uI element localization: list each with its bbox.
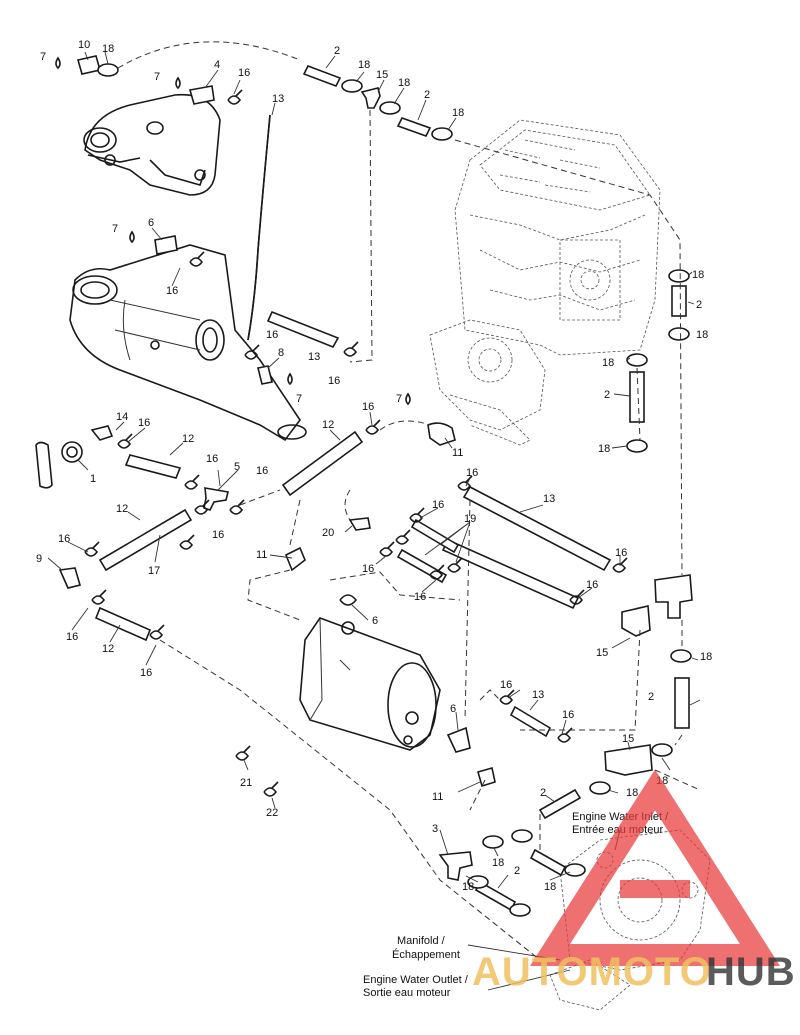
callout-16: 16 <box>466 467 478 479</box>
manifold-label: Manifold / <box>397 935 446 947</box>
callout-11: 11 <box>452 447 463 459</box>
callout-6: 6 <box>372 615 378 627</box>
watermark-triangle-icon <box>529 769 781 966</box>
callout-2: 2 <box>514 865 520 877</box>
callout-10: 10 <box>78 39 90 51</box>
callout-18: 18 <box>602 357 614 369</box>
callout-16: 16 <box>166 285 178 297</box>
callout-16: 16 <box>362 563 374 575</box>
callout-18: 18 <box>462 881 474 893</box>
callout-20: 20 <box>322 527 334 539</box>
engine-water-outlet-label-fr: Sortie eau moteur <box>363 987 451 999</box>
callout-18: 18 <box>102 43 114 55</box>
callout-13: 13 <box>308 351 320 363</box>
callout-2: 2 <box>648 691 654 703</box>
muffler-waterbox <box>299 617 441 751</box>
callout-16: 16 <box>328 375 340 387</box>
callout-16: 16 <box>414 591 426 603</box>
callout-2: 2 <box>696 299 702 311</box>
callout-16: 16 <box>362 401 374 413</box>
hose-clamps <box>55 56 692 917</box>
callout-17: 17 <box>148 565 160 577</box>
callout-7: 7 <box>112 223 118 235</box>
callout-4: 4 <box>214 59 220 71</box>
engine-water-inlet-label: Engine Water Inlet / <box>572 811 669 823</box>
callout-18: 18 <box>452 107 464 119</box>
callout-18: 18 <box>692 269 704 281</box>
watermark-logo: AUTOMOTO HUB <box>472 769 796 994</box>
callout-13: 13 <box>543 493 555 505</box>
manifold-label-fr: Échappement <box>392 948 460 961</box>
fittings <box>35 55 693 881</box>
callout-18: 18 <box>544 881 556 893</box>
exhaust-manifold <box>83 93 221 196</box>
callout-2: 2 <box>604 389 610 401</box>
callout-11: 11 <box>432 791 443 803</box>
callout-numbers: 7 10 18 7 4 16 13 2 18 15 18 2 18 18 2 1… <box>36 39 712 893</box>
callout-9: 9 <box>36 553 42 565</box>
callout-8: 8 <box>278 347 284 359</box>
callout-7: 7 <box>154 71 160 83</box>
callout-18: 18 <box>700 651 712 663</box>
watermark-text-hub: HUB <box>706 950 796 994</box>
hoses <box>94 64 690 912</box>
callout-18: 18 <box>492 857 504 869</box>
callout-13: 13 <box>272 93 284 105</box>
callout-5: 5 <box>234 461 240 473</box>
callout-2: 2 <box>334 45 340 57</box>
callout-16: 16 <box>615 547 627 559</box>
callout-15: 15 <box>596 647 608 659</box>
callout-6: 6 <box>450 703 456 715</box>
callout-21: 21 <box>240 777 252 789</box>
callout-3: 3 <box>432 823 438 835</box>
callout-12: 12 <box>102 643 114 655</box>
callout-14: 14 <box>116 411 128 423</box>
callout-18: 18 <box>598 443 610 455</box>
leader-lines <box>47 51 701 991</box>
callout-18: 18 <box>358 59 370 71</box>
callout-19: 19 <box>464 513 476 525</box>
callout-18: 18 <box>398 77 410 89</box>
callout-16: 16 <box>586 579 598 591</box>
callout-16: 16 <box>58 533 70 545</box>
callout-2: 2 <box>424 89 430 101</box>
callout-12: 12 <box>116 503 128 515</box>
callout-11: 11 <box>256 549 267 561</box>
callout-16: 16 <box>432 499 444 511</box>
callout-18: 18 <box>696 329 708 341</box>
callout-16: 16 <box>140 667 152 679</box>
callout-13: 13 <box>532 689 544 701</box>
callout-16: 16 <box>66 631 78 643</box>
callout-12: 12 <box>322 419 334 431</box>
callout-16: 16 <box>256 465 268 477</box>
callout-16: 16 <box>562 709 574 721</box>
callout-7: 7 <box>40 51 46 63</box>
callout-16: 16 <box>212 529 224 541</box>
callout-16: 16 <box>138 417 150 429</box>
callout-6: 6 <box>148 217 154 229</box>
watermark-text-automoto: AUTOMOTO <box>472 950 712 994</box>
engine-water-outlet-label: Engine Water Outlet / <box>363 974 469 986</box>
watermark-bar <box>620 880 690 898</box>
callout-7: 7 <box>396 393 402 405</box>
engine-block <box>429 119 661 446</box>
callout-16: 16 <box>238 67 250 79</box>
callout-2: 2 <box>540 787 546 799</box>
callout-15: 15 <box>622 733 634 745</box>
callout-1: 1 <box>90 473 96 485</box>
callout-16: 16 <box>266 329 278 341</box>
callout-12: 12 <box>182 433 194 445</box>
callout-22: 22 <box>266 807 278 819</box>
callout-7: 7 <box>296 393 302 405</box>
hose-routing-lines <box>117 41 701 961</box>
callout-16: 16 <box>206 453 218 465</box>
tuned-pipe <box>69 244 307 442</box>
callout-15: 15 <box>376 69 388 81</box>
callout-16: 16 <box>500 679 512 691</box>
callout-18: 18 <box>626 787 638 799</box>
